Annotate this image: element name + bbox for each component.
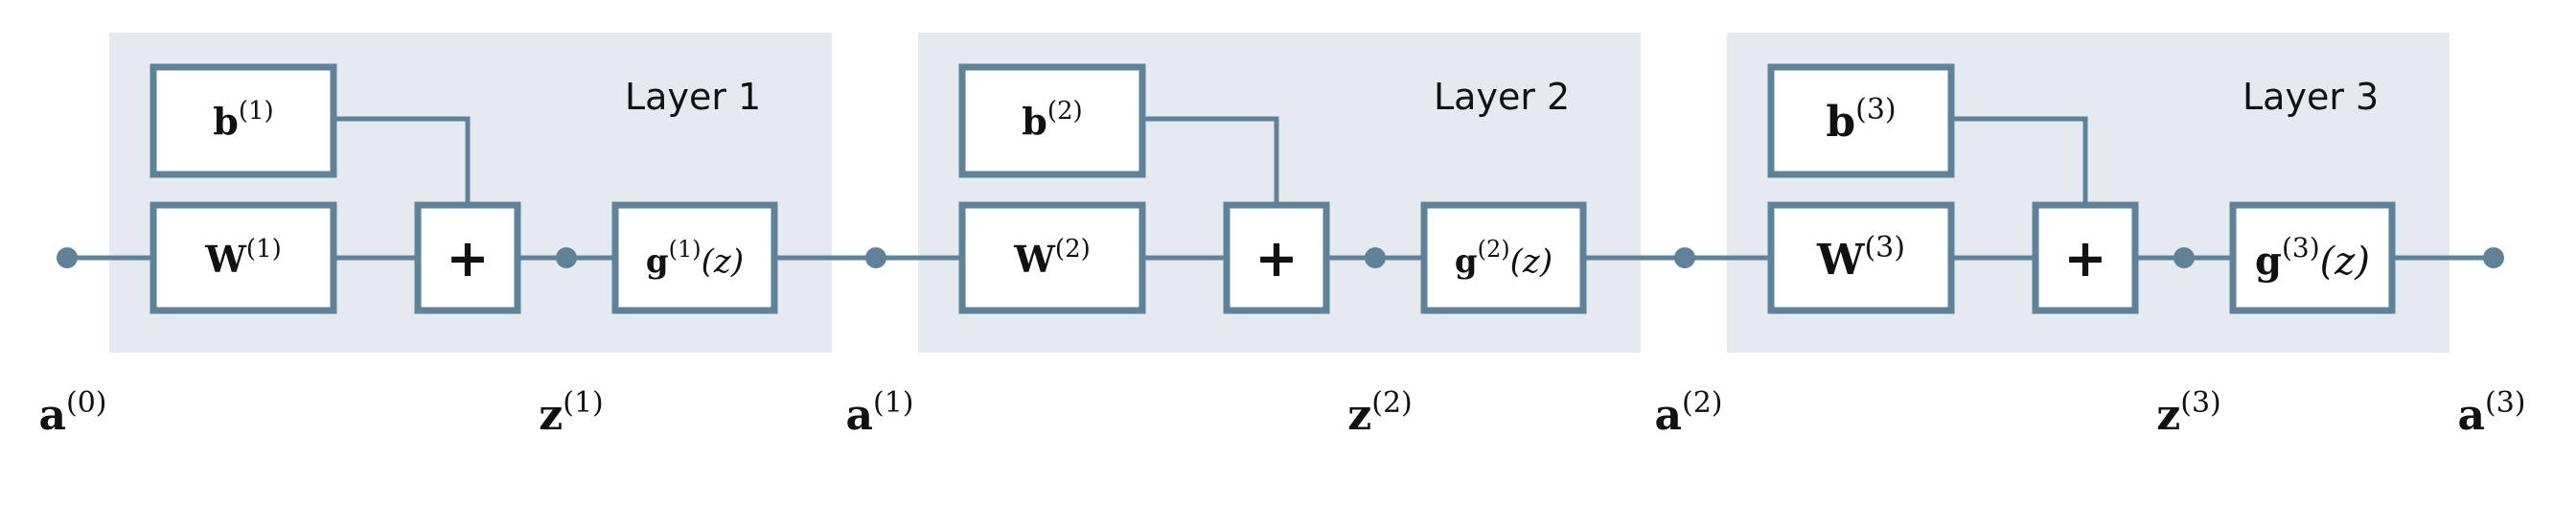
layer-3-weight-box — [1767, 201, 1955, 314]
layer-3-title: Layer 3 — [2242, 76, 2379, 118]
layer-3: Layer 3 b(3) W(3) + g(3)(z) z(3) — [1685, 33, 2494, 440]
layer-3-sum-box — [2032, 201, 2139, 314]
layer-2-bias-base: b — [1022, 100, 1047, 143]
a3-label: a(3) — [2457, 386, 2525, 440]
layer-3-preactivation-label: z(3) — [2156, 386, 2221, 440]
layer-2-bias-wire — [1142, 116, 1279, 209]
layer-1: Layer 1 b(1) W(1) + g(1)(z) z(1) — [67, 33, 876, 440]
layer-2: Layer 2 b(2) W(2) + g(2)(z) z(2) — [876, 33, 1685, 440]
a3-label-base: a — [2457, 391, 2485, 440]
layer-2-activation-base: g — [1455, 242, 1478, 281]
layer-2-bias-box — [958, 63, 1146, 178]
layer-3-bias-wire — [1951, 116, 2088, 209]
layer-2-z-node — [1365, 247, 1386, 268]
a2-label-sup: (2) — [1682, 386, 1723, 420]
layer-1-z-node — [556, 247, 577, 268]
layer-2-preactivation-sup: (2) — [1371, 386, 1413, 420]
a0-label-base: a — [38, 391, 66, 440]
layer-1-bias-label: b(1) — [213, 97, 273, 143]
layer-3-preactivation-sup: (3) — [2180, 386, 2221, 420]
layer-2-weight-label: W(2) — [1013, 235, 1091, 281]
layer-1-preactivation-sup: (1) — [563, 386, 604, 420]
layer-1-sum-box — [414, 201, 521, 314]
a3-label-sup: (3) — [2485, 386, 2526, 420]
a2-label: a(2) — [1654, 386, 1722, 440]
a0-label-sup: (0) — [66, 386, 107, 420]
layer-1-activation-arg: (z) — [702, 242, 744, 281]
layer-1-title: Layer 1 — [625, 76, 761, 118]
layer-1-bias-base: b — [213, 100, 239, 143]
layer-1-sum-symbol: + — [446, 228, 489, 288]
layer-3-z-node — [2174, 247, 2195, 268]
layer-3-bias-sup: (3) — [1855, 93, 1897, 126]
layer-3-activation-box — [2229, 201, 2396, 314]
a1-label: a(1) — [845, 386, 913, 440]
layer-3-bias-base: b — [1826, 98, 1855, 147]
a0-label: a(0) — [38, 386, 106, 440]
layer-2-activation-label: g(2)(z) — [1455, 236, 1552, 281]
layer-3-weight-sup: (3) — [1864, 231, 1905, 264]
layer-2-sum-box — [1223, 201, 1330, 314]
a1-label-sup: (1) — [873, 386, 914, 420]
a3-node — [2483, 247, 2504, 268]
layer-1-bias-wire — [334, 116, 471, 209]
layer-1-activation-base: g — [646, 242, 669, 281]
layer-2-title: Layer 2 — [1434, 76, 1570, 118]
layer-2-activation-arg: (z) — [1510, 242, 1552, 281]
layer-2-preactivation-label: z(2) — [1347, 386, 1413, 440]
layer-3-weight-label: W(3) — [1816, 231, 1905, 285]
layer-2-bias-sup: (2) — [1047, 97, 1083, 126]
layer-3-bias-label: b(3) — [1826, 93, 1896, 147]
layer-1-weight-label: W(1) — [204, 235, 282, 281]
layer-1-weight-box — [150, 201, 337, 314]
a0-node — [57, 247, 78, 268]
layer-3-weight-base: W — [1816, 236, 1865, 285]
layer-3-preactivation-base: z — [2156, 391, 2180, 440]
layer-3-bias-box — [1767, 63, 1955, 178]
layer-3-activation-sup: (3) — [2282, 232, 2320, 264]
layer-2-sum-symbol: + — [1254, 228, 1298, 288]
layer-1-activation-box — [611, 201, 778, 314]
a1-label-base: a — [845, 391, 873, 440]
layer-2-activation-sup: (2) — [1478, 236, 1510, 263]
layer-3-activation-base: g — [2255, 239, 2282, 284]
a2-label-base: a — [1654, 391, 1682, 440]
layer-1-preactivation-base: z — [539, 391, 563, 440]
layer-3-activation-arg: (z) — [2320, 240, 2370, 284]
a1-node — [865, 247, 886, 268]
layer-2-activation-box — [1420, 201, 1587, 314]
layer-1-activation-sup: (1) — [669, 236, 702, 263]
a2-node — [1674, 247, 1695, 268]
layer-2-weight-base: W — [1013, 238, 1056, 281]
layer-1-weight-base: W — [204, 238, 247, 281]
layer-1-weight-sup: (1) — [246, 235, 282, 264]
layer-2-weight-box — [958, 201, 1146, 314]
layer-2-bias-label: b(2) — [1022, 97, 1082, 143]
layer-1-activation-label: g(1)(z) — [646, 236, 744, 281]
layer-2-preactivation-base: z — [1347, 391, 1371, 440]
layer-1-bias-box — [150, 63, 337, 178]
layer-3-sum-symbol: + — [2063, 228, 2106, 288]
layer-1-bias-sup: (1) — [239, 97, 274, 126]
layer-1-preactivation-label: z(1) — [539, 386, 604, 440]
layer-2-weight-sup: (2) — [1055, 235, 1091, 264]
layer-3-activation-label: g(3)(z) — [2255, 232, 2370, 284]
